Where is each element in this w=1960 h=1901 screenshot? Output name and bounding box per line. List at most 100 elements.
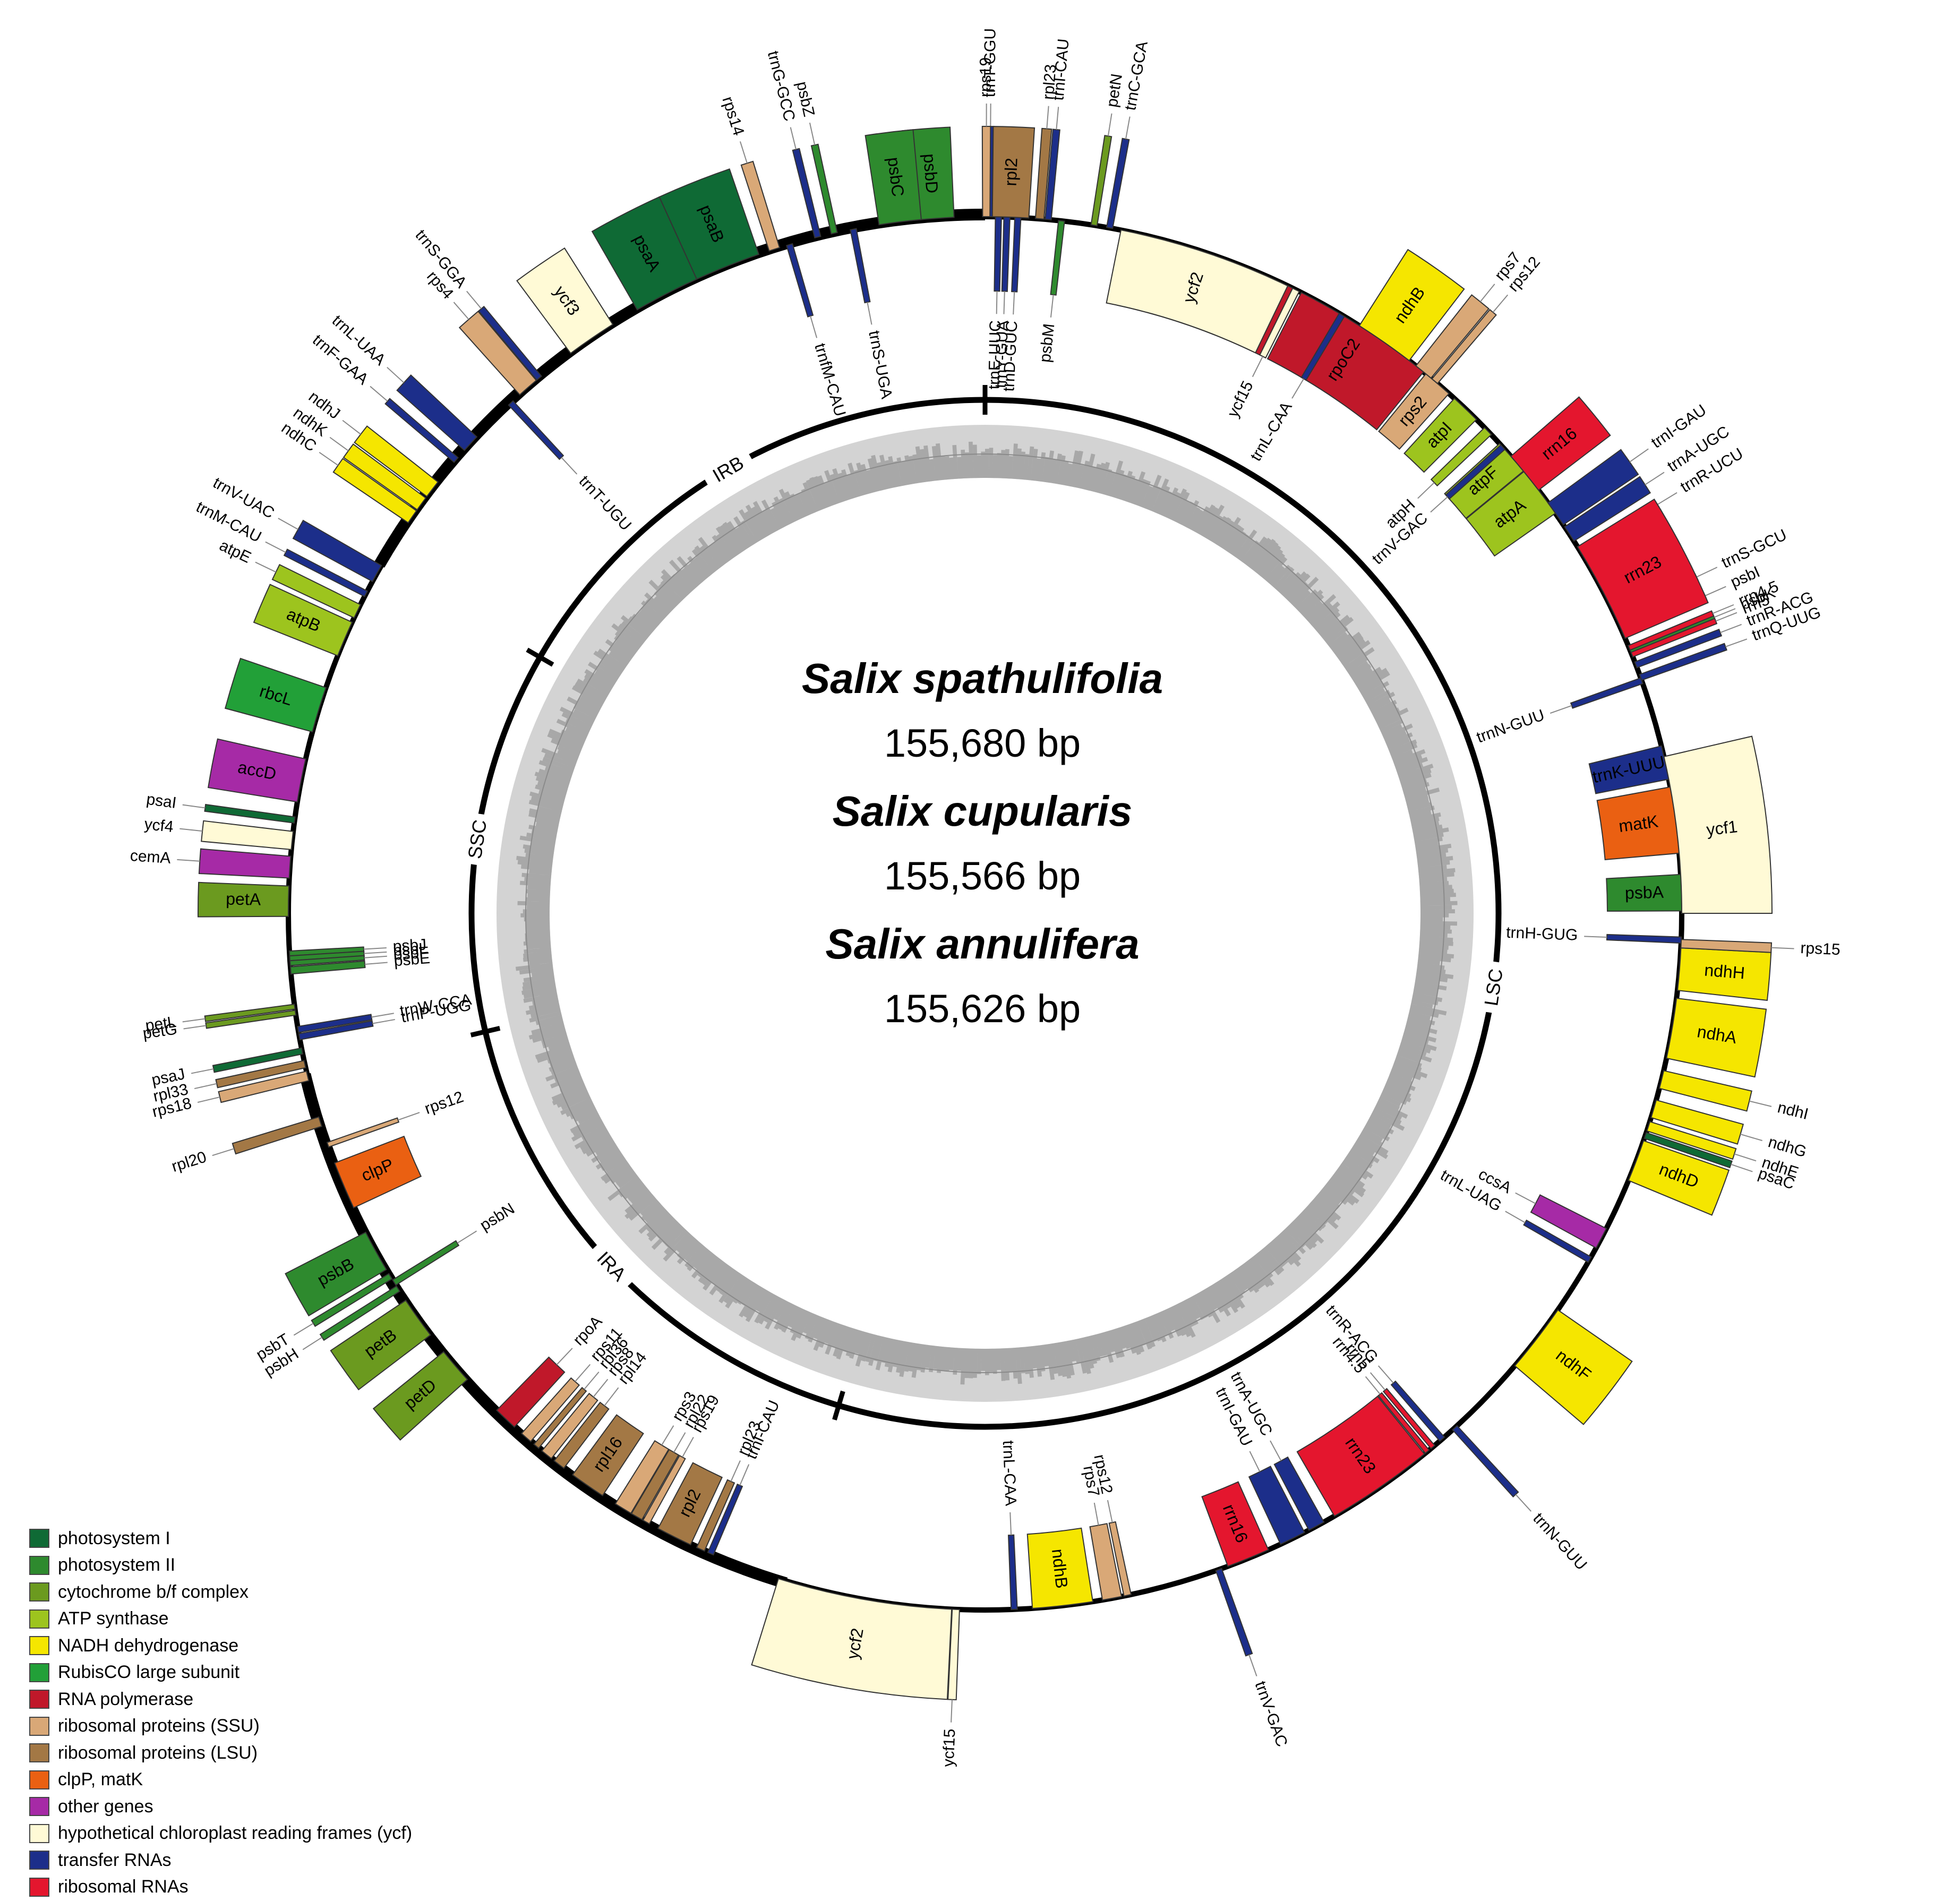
region-label-ssc: SSC <box>460 812 493 867</box>
gene-label: psbA <box>1624 883 1664 903</box>
gene-label-leader <box>457 1230 477 1244</box>
gene-label-leader <box>1248 1654 1257 1676</box>
gene-trnl-uaa <box>396 374 478 451</box>
gene-label-leader <box>1584 936 1607 938</box>
gene-trnd-guc <box>1011 217 1022 293</box>
gene-atpi <box>1403 397 1477 473</box>
region-label-text: LSC <box>1480 967 1507 1007</box>
legend-label: RubisCO large subunit <box>58 1662 240 1683</box>
gene-rpl20 <box>232 1116 323 1155</box>
legend-item: RubisCO large subunit <box>29 1659 412 1686</box>
legend-swatch <box>29 1770 49 1789</box>
gene-label: psbL <box>392 940 428 960</box>
gene-label-leader <box>1492 294 1509 313</box>
legend-label: cytochrome b/f complex <box>58 1581 249 1602</box>
gene-psac <box>1644 1132 1733 1169</box>
gene-label: rps14 <box>718 95 747 138</box>
gene-label-leader <box>1515 1192 1536 1204</box>
gene-label-leader <box>1725 638 1748 647</box>
gene-ndha <box>1666 997 1767 1078</box>
gene-label-leader <box>1505 1211 1526 1223</box>
gene-trnv-gac <box>1215 1568 1253 1657</box>
gene-label-leader <box>1291 378 1304 399</box>
gene-rps15 <box>1680 939 1773 953</box>
gene-label-leader <box>319 452 339 466</box>
gene-rps4 <box>458 310 537 396</box>
gene-label: petA <box>226 889 261 909</box>
gene-rrn23 <box>1296 1395 1425 1517</box>
gene-label-leader <box>1050 294 1054 318</box>
gene-label-leader <box>1107 1500 1113 1523</box>
legend-item: transfer RNAs <box>29 1847 412 1874</box>
gene-label-leader <box>561 457 578 475</box>
gene-psai <box>204 803 296 824</box>
gene-petd <box>372 1351 468 1441</box>
species-3-size: 155,626 bp <box>884 987 1081 1031</box>
gene-label-leader <box>453 302 469 320</box>
gene-rpl23 <box>1034 127 1052 220</box>
legend-label: RNA polymerase <box>58 1689 194 1709</box>
gene-label-leader <box>673 1432 686 1453</box>
gene-psbc <box>865 129 922 226</box>
gene-trnl-caa <box>1007 1534 1018 1611</box>
gene-label-leader <box>584 1371 600 1390</box>
gene-label-leader <box>191 1068 214 1074</box>
legend-swatch <box>29 1743 49 1763</box>
gene-atpb <box>253 584 353 657</box>
species-2-name: Salix cupularis <box>832 787 1133 835</box>
legend-item: ribosomal RNAs <box>29 1874 412 1901</box>
gene-label-leader <box>1515 1494 1532 1512</box>
gene-label-leader <box>194 1083 217 1090</box>
gene-label-leader <box>212 1148 235 1156</box>
gene-trnr-acg <box>1390 1380 1445 1442</box>
gene-ycf15 <box>947 1608 960 1701</box>
gc-content-ring <box>497 425 1474 1402</box>
gene-psbh <box>319 1285 401 1341</box>
gene-label-leader <box>661 1425 674 1445</box>
gene-trny-gua <box>1001 216 1011 292</box>
gene-rps12 <box>1431 309 1497 384</box>
gene-petb <box>330 1299 432 1391</box>
gene-label: trnH-GUG <box>1506 924 1578 944</box>
gene-psbm <box>1050 220 1065 296</box>
gene-label: trnL-CAA <box>1247 399 1296 464</box>
gene-ycf1 <box>1663 735 1773 914</box>
gene-label-leader <box>1731 1163 1753 1172</box>
gene-ycf4 <box>201 820 294 850</box>
gene-label: trnN-GUU <box>1474 706 1547 747</box>
gene-label-leader <box>329 436 349 451</box>
gene-label-leader <box>371 1013 394 1018</box>
gene-trnn-guu <box>1451 1425 1519 1498</box>
gene-label-leader <box>790 127 797 150</box>
gene-label-leader <box>1093 1502 1099 1526</box>
gene-trnl-uag <box>1523 1219 1592 1263</box>
gene-label-leader <box>1417 482 1435 499</box>
gene-label-leader <box>739 1464 750 1486</box>
legend-item: ribosomal proteins (LSU) <box>29 1740 412 1767</box>
gene-rpl14 <box>553 1401 610 1469</box>
gene-label-leader <box>682 1437 694 1458</box>
gene-trnn-guu <box>1570 677 1644 709</box>
gene-psaa <box>591 196 698 311</box>
gene-label-leader <box>1705 586 1726 596</box>
gene-ndhd <box>1628 1140 1730 1216</box>
gene-label-leader <box>739 141 748 164</box>
gene-label: trnV-GAC <box>1252 1679 1291 1749</box>
gene-ycf2 <box>1106 229 1289 354</box>
gene-label-leader <box>1056 107 1059 130</box>
legend-item: photosystem I <box>29 1525 412 1552</box>
legend-swatch <box>29 1851 49 1870</box>
gene-rrn16 <box>1201 1481 1269 1567</box>
gene-rpl23 <box>696 1479 735 1552</box>
gene-label: rps12 <box>422 1088 466 1118</box>
region-label-bg <box>1477 960 1510 1015</box>
gene-label: trnfM-CAU <box>811 341 849 418</box>
legend-swatch <box>29 1663 49 1682</box>
gene-label-leader <box>593 1378 609 1398</box>
region-label-bg <box>699 445 757 493</box>
gene-label-leader <box>182 1018 206 1023</box>
gene-label: psaI <box>145 791 178 812</box>
gene-label-leader <box>809 122 816 145</box>
gene-trnt-ugu <box>508 400 564 460</box>
